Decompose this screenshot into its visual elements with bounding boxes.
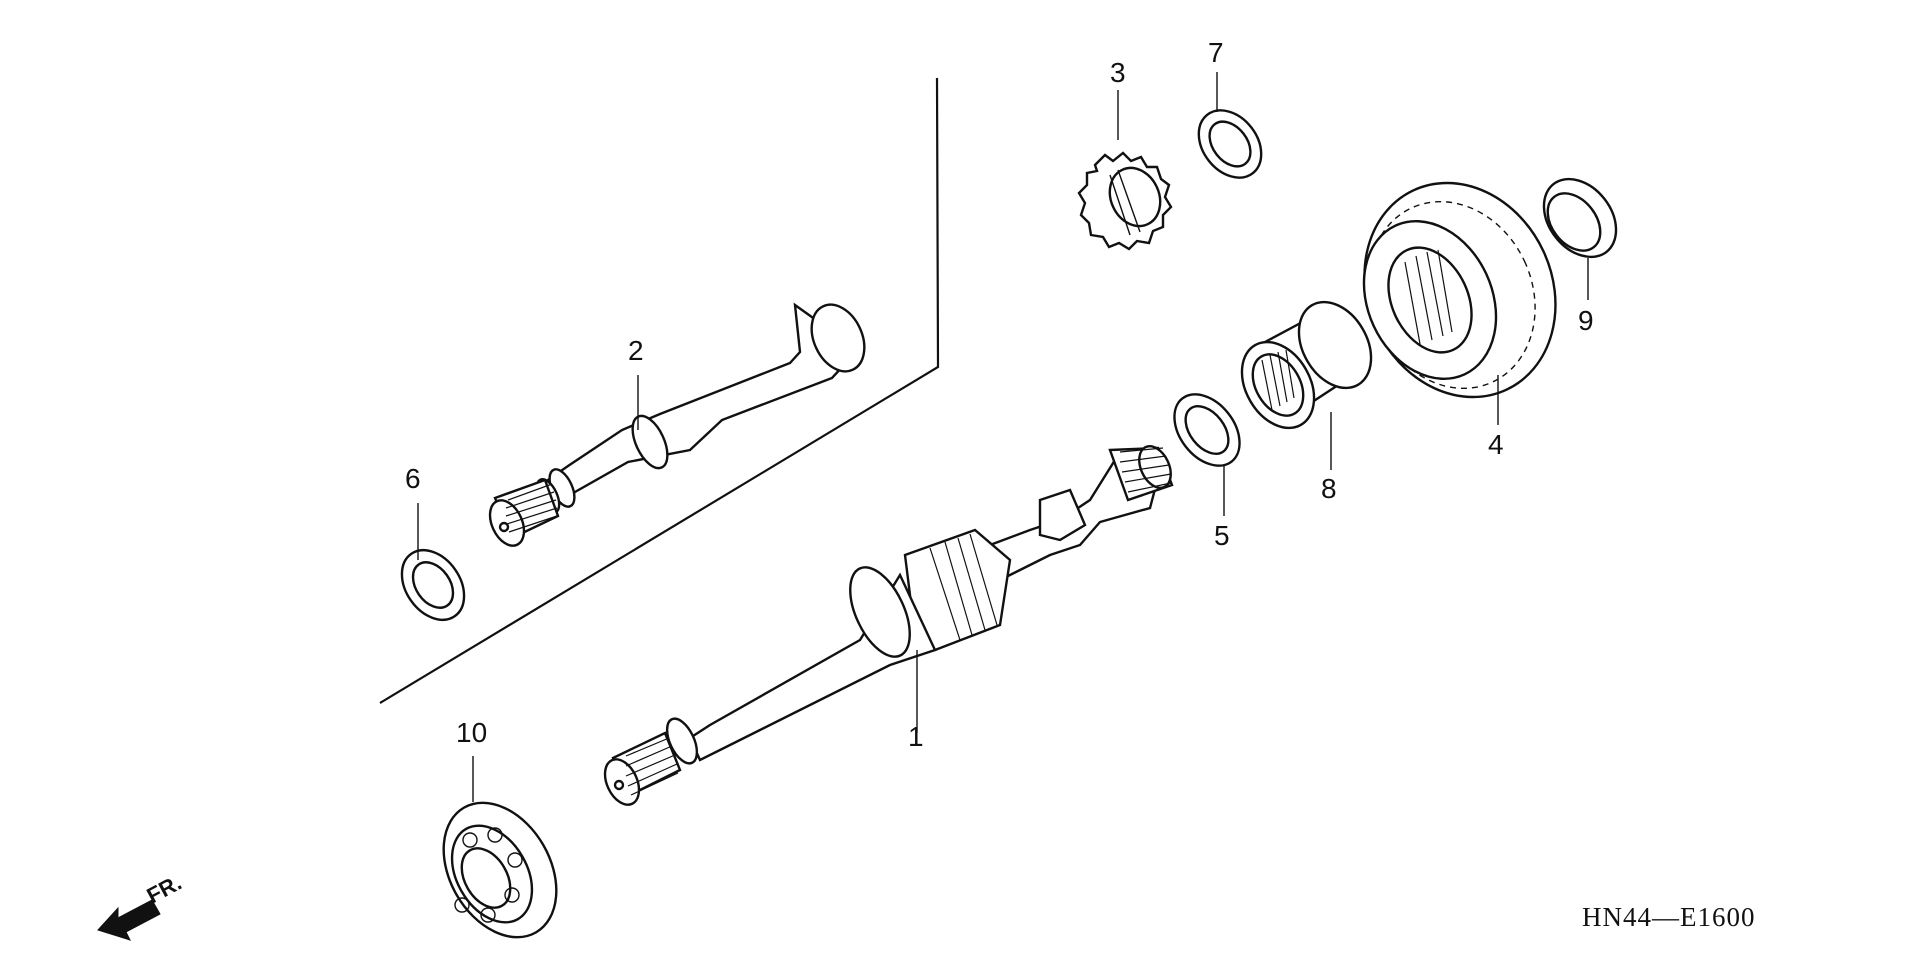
gear-part-4[interactable]	[1330, 151, 1590, 428]
callout-3: 3	[1110, 57, 1126, 88]
group-boundary-line	[379, 77, 940, 704]
callout-6: 6	[405, 463, 421, 494]
washer-part-6[interactable]	[389, 538, 477, 631]
shaft-part-1[interactable]	[598, 441, 1177, 810]
seal-part-9[interactable]	[1529, 165, 1631, 271]
callout-1: 1	[908, 721, 924, 752]
callout-7: 7	[1208, 37, 1224, 68]
needle-bearing-part-8[interactable]	[1227, 289, 1385, 441]
ball-bearing-part-10[interactable]	[421, 783, 580, 958]
callout-10: 10	[456, 717, 487, 748]
callout-8: 8	[1321, 473, 1337, 504]
drawing-code: HN44—E1600	[1582, 902, 1756, 932]
gear-part-3[interactable]	[1077, 151, 1173, 251]
washer-part-7[interactable]	[1186, 98, 1274, 190]
callout-2: 2	[628, 335, 644, 366]
callout-5: 5	[1214, 520, 1230, 551]
shaft-part-2[interactable]	[483, 296, 874, 551]
front-arrow-icon	[97, 899, 161, 941]
front-direction-indicator: FR.	[97, 870, 186, 941]
callout-9: 9	[1578, 305, 1594, 336]
callout-4: 4	[1488, 429, 1504, 460]
washer-part-5[interactable]	[1161, 382, 1253, 478]
leader-lines	[417, 72, 1589, 802]
